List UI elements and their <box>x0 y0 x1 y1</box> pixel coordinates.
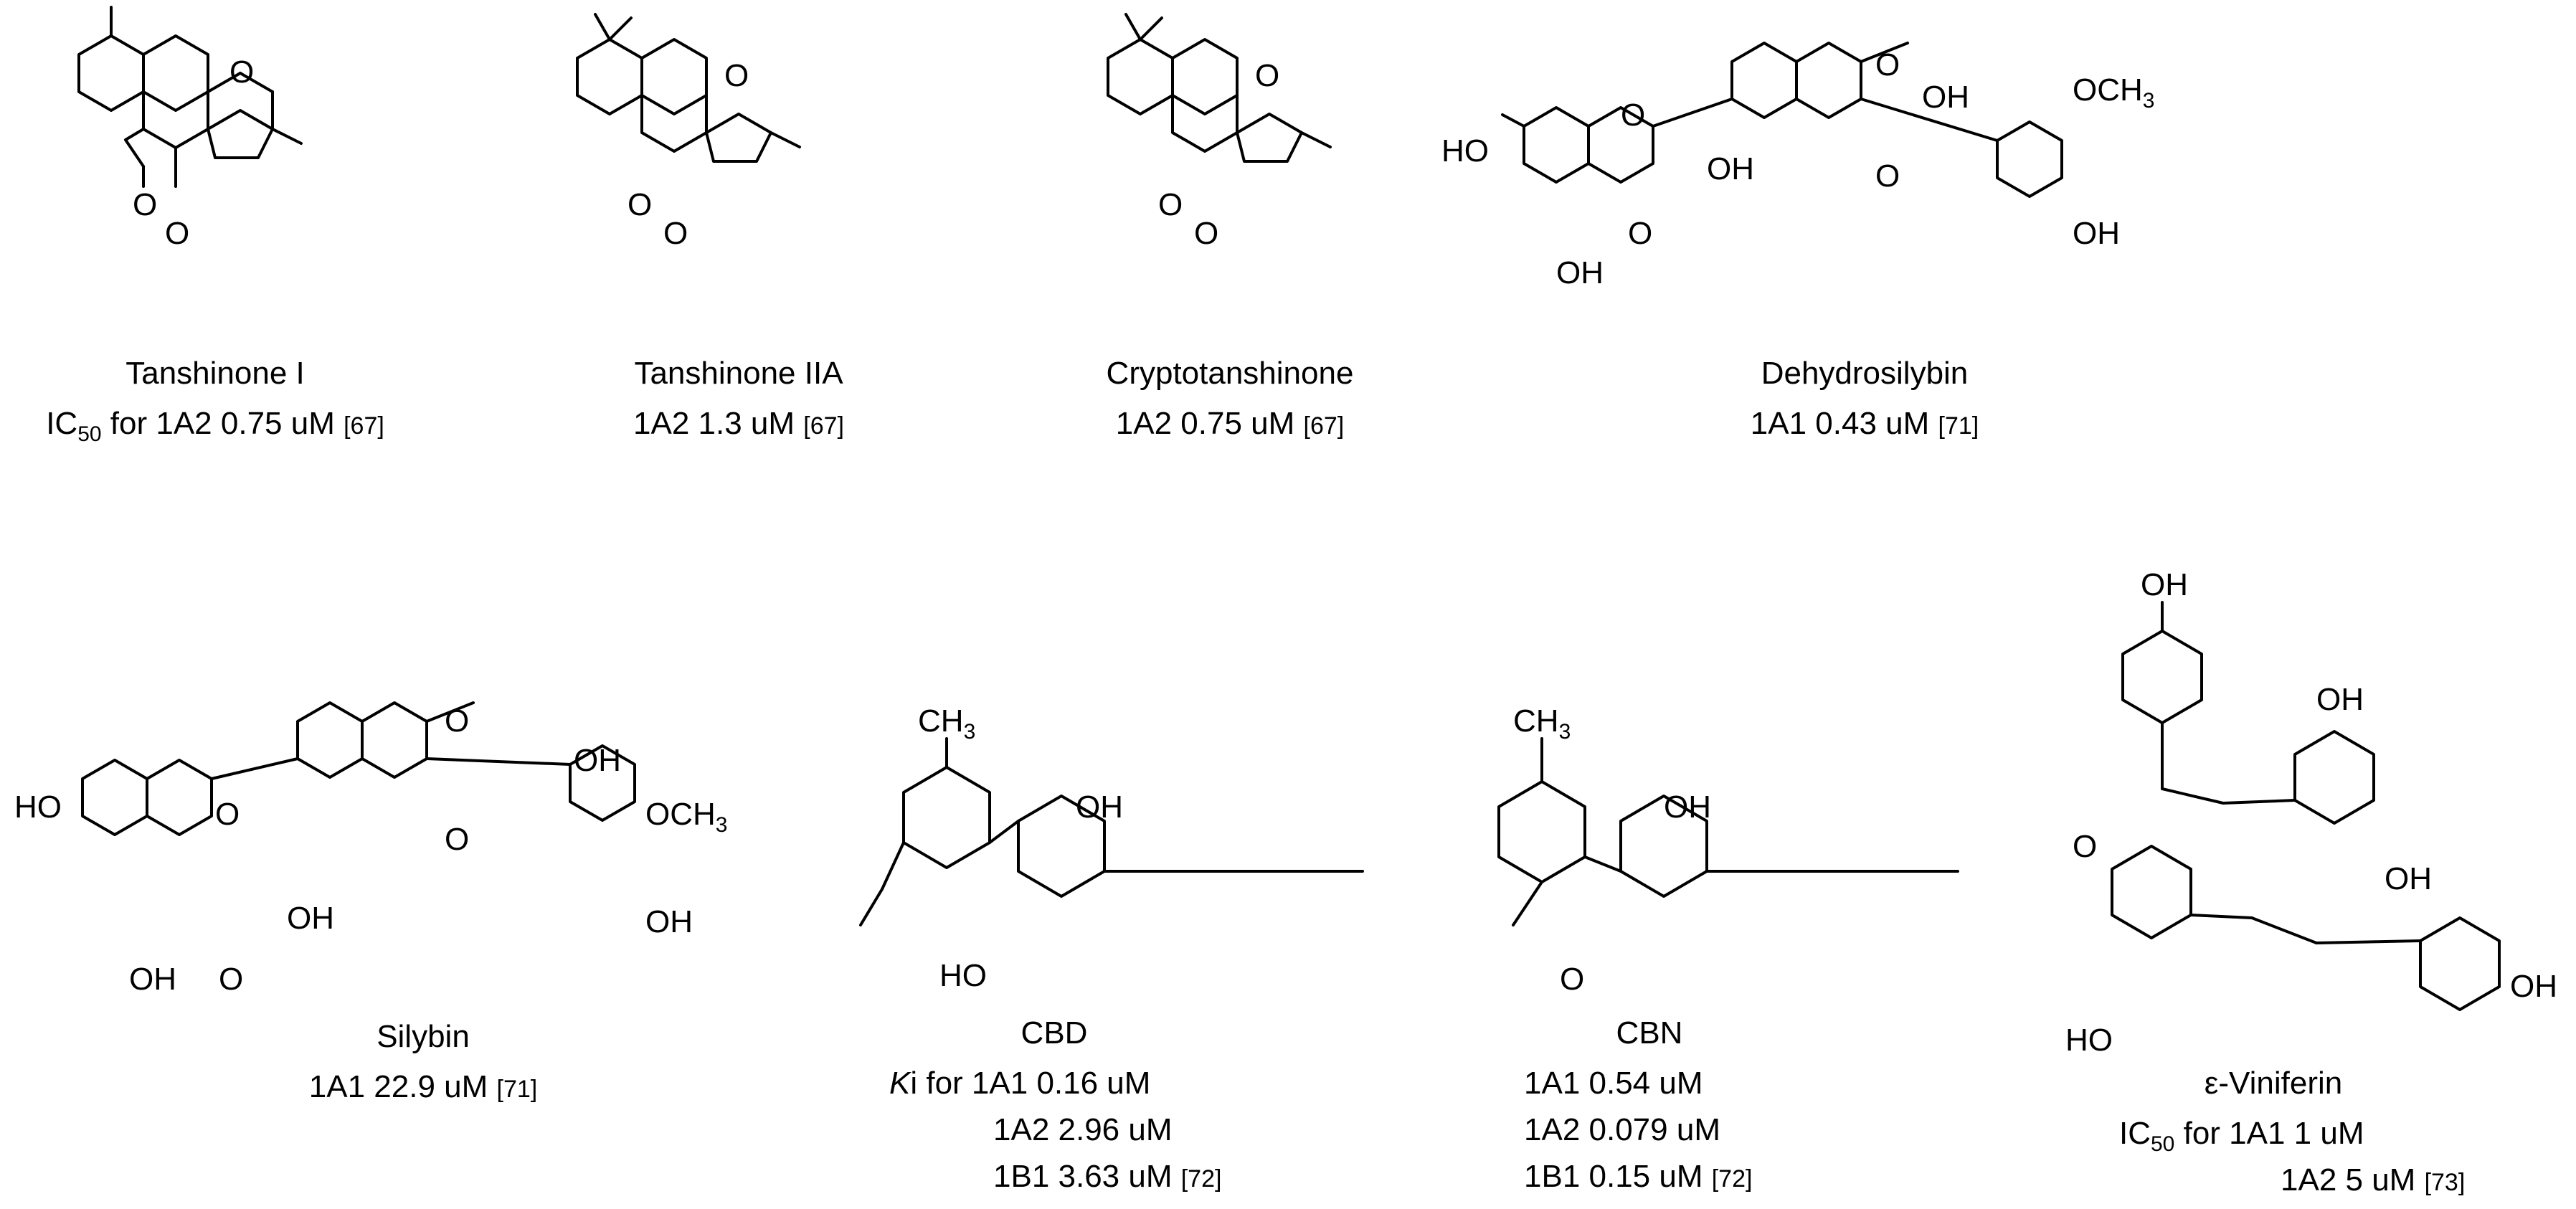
compound-activity: 1A2 2.96 uM <box>993 1112 1173 1147</box>
atom-o: O <box>724 58 749 93</box>
atom-o: O <box>1255 58 1279 93</box>
atom-o: O <box>445 703 469 739</box>
structure-cryptotanshinone: O O O <box>1107 13 1332 251</box>
atom-o: O <box>1628 216 1652 251</box>
atom-ch3: CH3 <box>1513 703 1571 744</box>
atom-o: O <box>215 797 240 832</box>
compound-activity: 1A1 0.54 uM <box>1524 1066 1703 1101</box>
compound-name: Cryptotanshinone <box>1107 356 1354 391</box>
compound-activity: IC50 for 1A1 1 uM <box>2119 1116 2364 1156</box>
compound-name: CBD <box>1021 1015 1088 1051</box>
atom-oh: OH <box>574 743 621 778</box>
atom-oh: OH <box>1076 790 1123 825</box>
structure-tanshinone-i: O O O <box>77 6 303 251</box>
compound-activity: Ki for 1A1 0.16 uM <box>889 1066 1150 1101</box>
atom-o: O <box>1194 216 1218 251</box>
compound-name: Silybin <box>377 1019 470 1054</box>
compound-activity: 1A2 1.3 uM [67] <box>633 406 844 441</box>
structure-cbn: CH3 OH O <box>1497 703 1959 997</box>
atom-o: O <box>229 54 254 90</box>
compound-name: Tanshinone I <box>126 356 305 391</box>
compound-activity: 1A2 5 uM [73] <box>2281 1162 2465 1198</box>
structure-epsilon-viniferin: OH OH OH OH O HO <box>2065 567 2557 1058</box>
compound-activity: 1B1 0.15 uM [72] <box>1524 1159 1752 1194</box>
atom-o: O <box>219 962 243 997</box>
atom-oh: OH <box>2385 861 2432 896</box>
atom-ch3: CH3 <box>918 703 975 744</box>
atom-o: O <box>1621 98 1645 133</box>
atom-o: O <box>1560 962 1584 997</box>
atom-oh: OH <box>2141 567 2188 602</box>
atom-ho: HO <box>14 790 62 825</box>
atom-ho: HO <box>939 958 987 993</box>
atom-o: O <box>133 187 157 222</box>
atom-oh: OH <box>287 901 334 936</box>
compound-name: CBN <box>1616 1015 1683 1051</box>
atom-o: O <box>1875 47 1900 82</box>
atom-o: O <box>663 216 688 251</box>
atom-o: O <box>445 822 469 857</box>
atom-oh: OH <box>1664 790 1711 825</box>
compound-activity: 1A1 0.43 uM [71] <box>1751 406 1979 441</box>
atom-o: O <box>2073 829 2097 864</box>
compound-activity: 1A1 22.9 uM [71] <box>309 1069 537 1104</box>
compound-name: Tanshinone IIA <box>634 356 843 391</box>
atom-oh: OH <box>2316 682 2364 717</box>
atom-oh: OH <box>1707 151 1754 186</box>
compound-activity: 1A2 0.079 uM <box>1524 1112 1720 1147</box>
atom-oh: OH <box>1556 255 1604 290</box>
atom-ho: HO <box>1441 133 1489 169</box>
atom-o: O <box>1875 158 1900 194</box>
atom-o: O <box>165 216 189 251</box>
atom-och3: OCH3 <box>645 797 727 837</box>
atom-oh: OH <box>2510 969 2557 1004</box>
atom-oh: OH <box>129 962 176 997</box>
compound-activity: 1B1 3.63 uM [72] <box>993 1159 1221 1194</box>
structure-silybin: HO OH O OH O O O OCH3 OH OH <box>14 701 727 997</box>
atom-oh: OH <box>2073 216 2120 251</box>
atom-och3: OCH3 <box>2073 72 2154 113</box>
structure-dehydrosilybin: HO OH O OH O O O OCH3 OH OH <box>1441 42 2154 290</box>
atom-oh: OH <box>1922 80 1969 115</box>
atom-o: O <box>1158 187 1183 222</box>
compound-activity: IC50 for 1A2 0.75 uM [67] <box>46 406 384 446</box>
structure-cbd: CH3 OH HO <box>859 703 1364 993</box>
compound-name: ε-Viniferin <box>2205 1066 2342 1101</box>
structure-tanshinone-iia: O O O <box>576 13 801 251</box>
atom-o: O <box>628 187 652 222</box>
atom-ho: HO <box>2065 1023 2113 1058</box>
compound-name: Dehydrosilybin <box>1761 356 1969 391</box>
atom-oh: OH <box>645 904 693 939</box>
compound-activity: 1A2 0.75 uM [67] <box>1116 406 1344 441</box>
